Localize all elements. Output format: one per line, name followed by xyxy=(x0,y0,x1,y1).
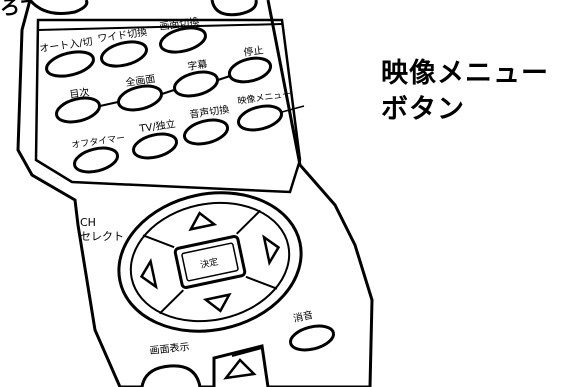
down-arrow-icon[interactable] xyxy=(202,292,232,314)
all-screen-button[interactable]: 全画面 xyxy=(116,72,164,114)
bottom-up-arrow-icon xyxy=(223,358,257,380)
subtitle-button[interactable]: 字幕 xyxy=(172,57,220,100)
right-arrow-icon[interactable] xyxy=(262,234,281,267)
mute-button[interactable]: 消音 xyxy=(288,308,336,354)
screen-display-label: 画面表示 xyxy=(149,340,190,357)
button-panel xyxy=(34,18,302,194)
picture-switch-button[interactable]: 画面切換 xyxy=(158,16,208,57)
dpad: 決定 xyxy=(117,191,303,333)
screen-display-button[interactable] xyxy=(140,364,202,387)
ch-select-label-2: セレクト xyxy=(80,230,124,243)
stop-button[interactable]: 停止 xyxy=(227,43,273,85)
callout-leader-line xyxy=(281,105,305,113)
up-arrow-icon[interactable] xyxy=(188,211,218,232)
contents-button[interactable]: 目次 xyxy=(54,85,102,126)
callout-line-1: 映像メニュー xyxy=(381,58,549,89)
svg-text:停止: 停止 xyxy=(243,43,265,59)
svg-text:消音: 消音 xyxy=(292,308,314,325)
enter-button[interactable] xyxy=(173,235,247,289)
left-arrow-icon[interactable] xyxy=(139,257,158,290)
ch-select-label: CH xyxy=(80,216,96,229)
callout-line-2: ボタン xyxy=(381,94,465,125)
top-button-2[interactable] xyxy=(210,0,258,17)
top-button-1[interactable] xyxy=(28,0,89,15)
svg-text:字幕: 字幕 xyxy=(187,57,209,73)
enter-label: 決定 xyxy=(199,255,219,270)
callout-label: 映像メニュー ボタン xyxy=(381,56,549,128)
